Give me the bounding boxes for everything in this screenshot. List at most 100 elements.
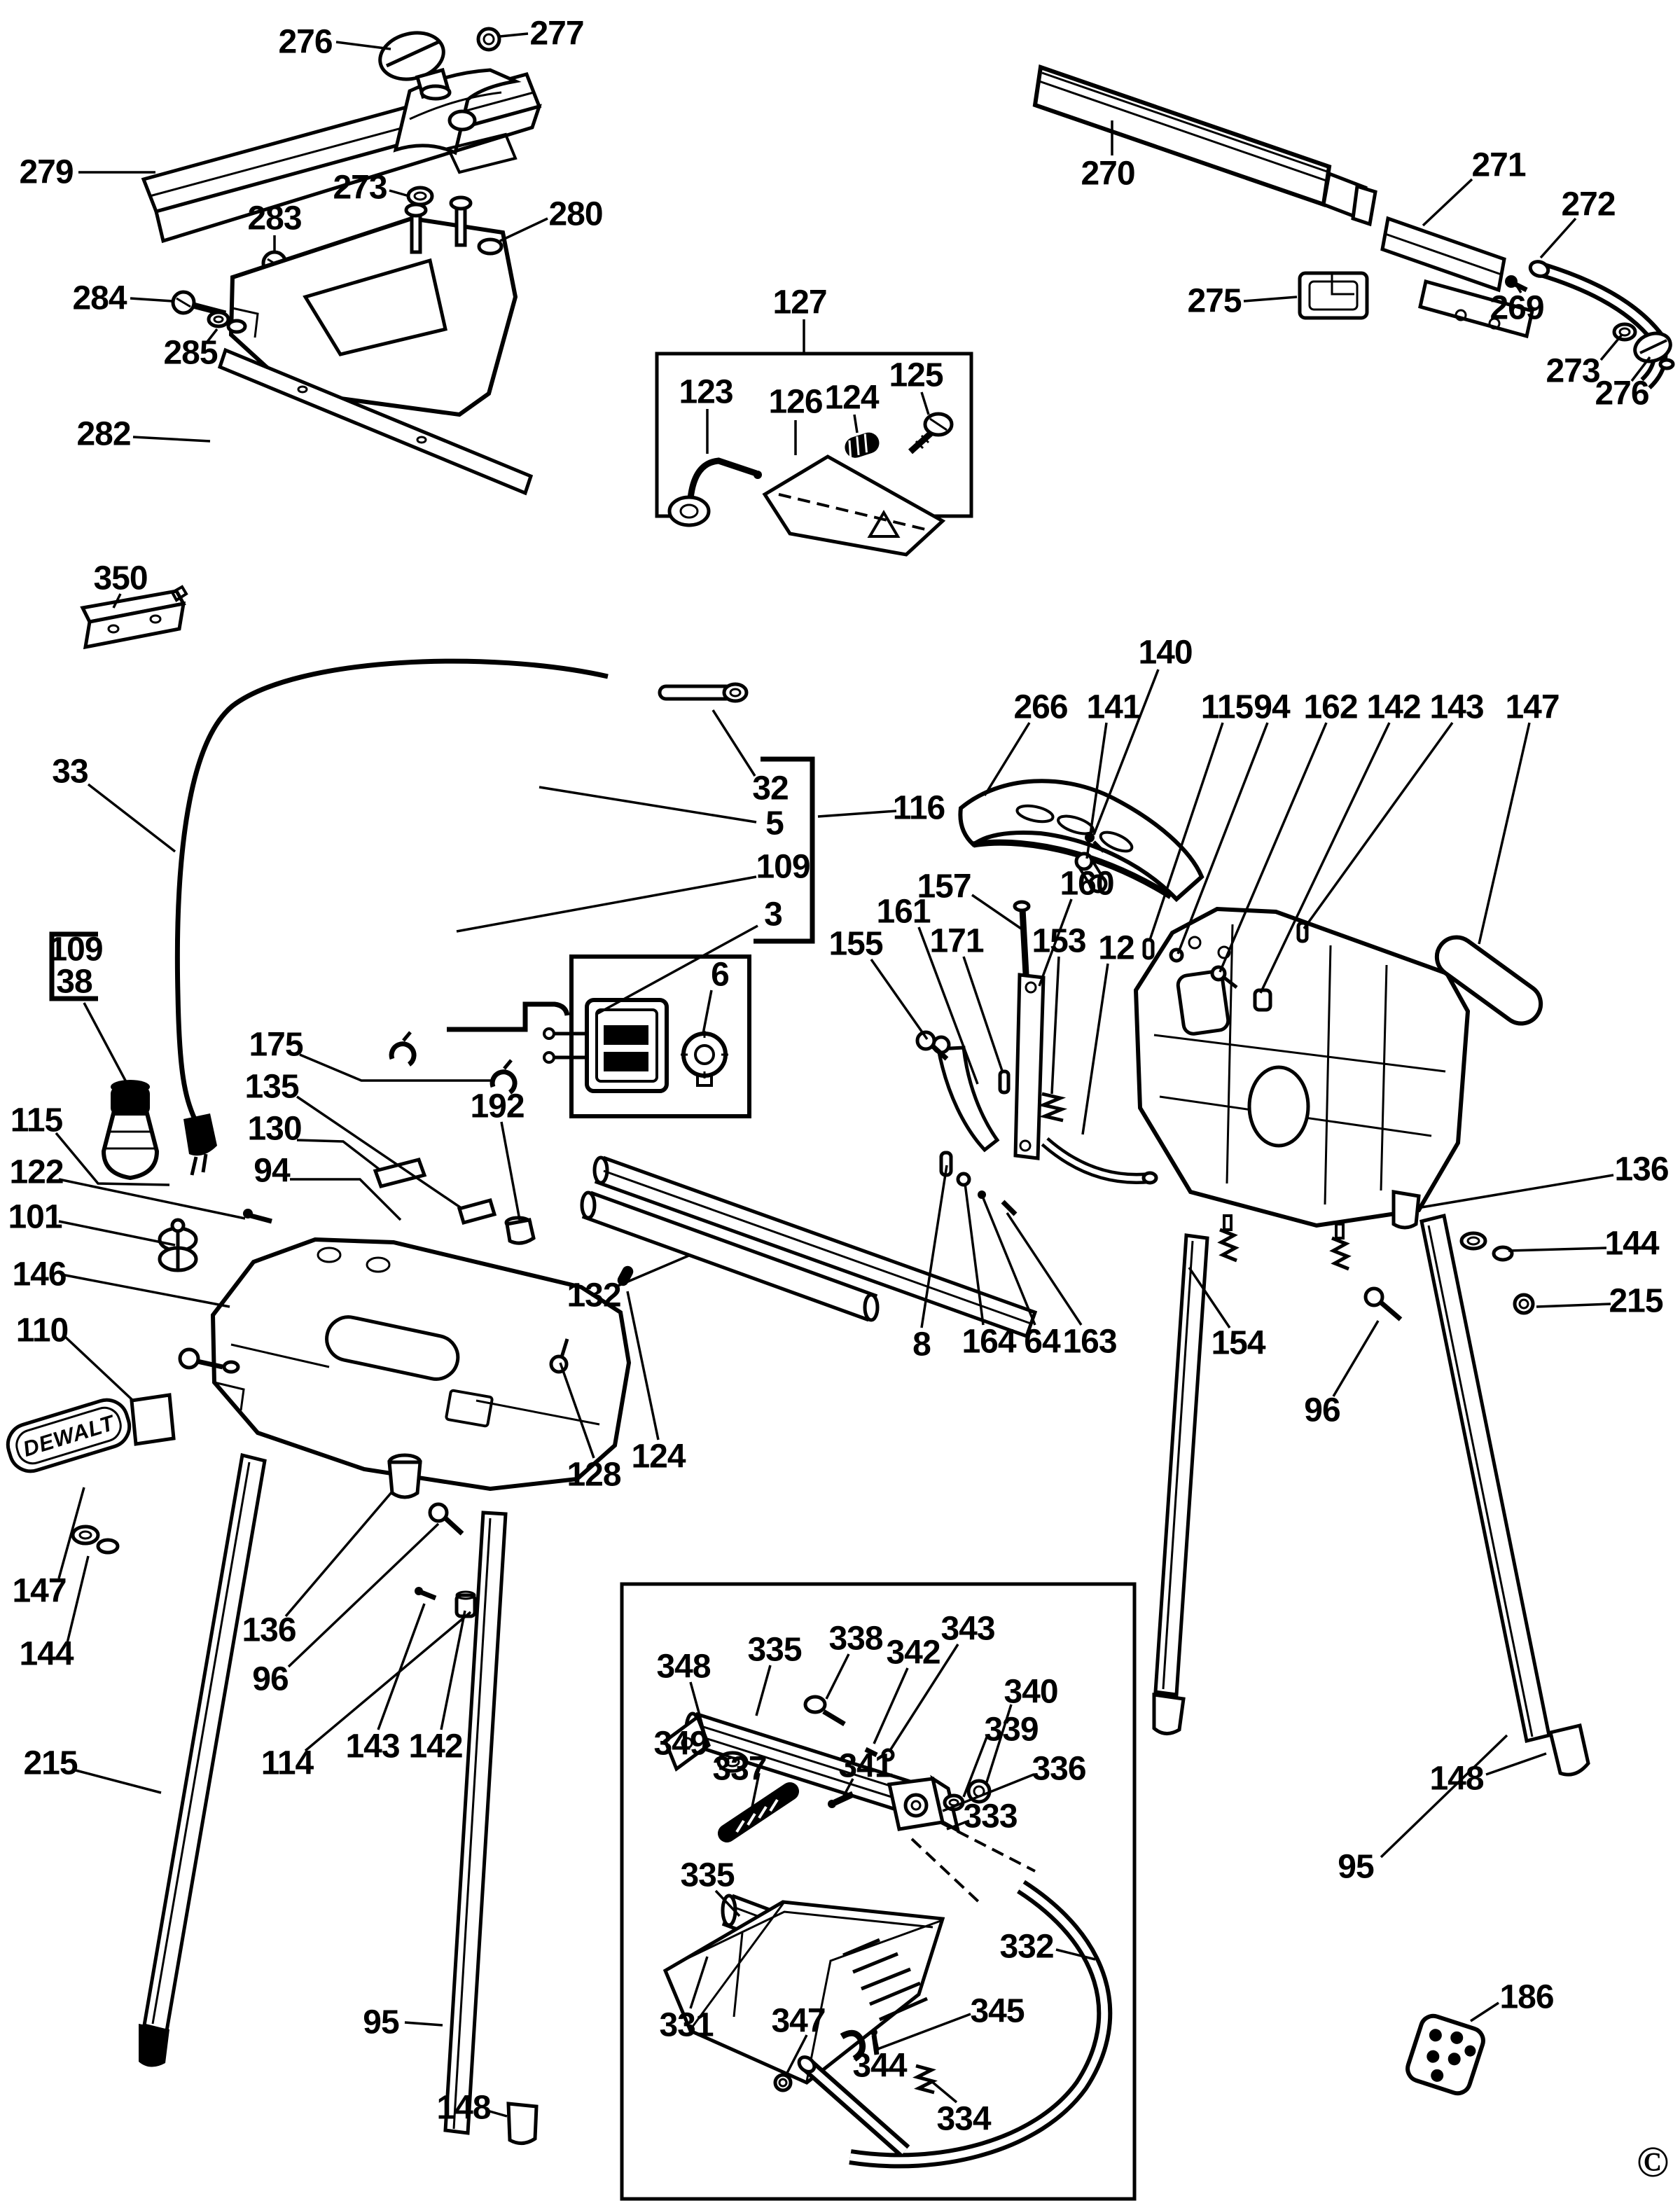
small-hardware-right xyxy=(939,921,1309,1216)
leader-line-33 xyxy=(87,783,176,853)
leader-line-116 xyxy=(817,810,897,818)
screw-96-left xyxy=(428,1502,464,1536)
part-label-175: 175 xyxy=(249,1027,303,1064)
leader-line-335 xyxy=(714,1889,741,1917)
leader-line-144 xyxy=(1508,1247,1607,1252)
part-label-130: 130 xyxy=(247,1111,301,1148)
leader-line-94 xyxy=(1176,722,1269,954)
part-label-115: 115 xyxy=(1201,689,1254,726)
leader-line-215 xyxy=(1536,1303,1611,1308)
leader-line-125 xyxy=(920,391,930,415)
part-label-162: 162 xyxy=(1303,689,1357,726)
handle-272 xyxy=(1528,260,1668,390)
part-label-147: 147 xyxy=(12,1573,66,1610)
leader-lines xyxy=(55,32,1651,2118)
part-label-160: 160 xyxy=(1060,866,1113,903)
leader-line-266 xyxy=(983,722,1031,796)
copyright-mark: © xyxy=(1637,2139,1669,2186)
leader-line-349 xyxy=(702,1747,737,1761)
part-label-95: 95 xyxy=(363,2004,399,2041)
leader-line-192 xyxy=(500,1121,521,1221)
part-label-335: 335 xyxy=(747,1632,801,1669)
part-label-143: 143 xyxy=(345,1728,399,1765)
plate-130 xyxy=(373,1158,427,1188)
pin-341 xyxy=(828,1791,854,1808)
switch-unit xyxy=(543,998,669,1093)
leader-line-153 xyxy=(1050,956,1060,1095)
part-label-284: 284 xyxy=(72,280,127,317)
screw-338 xyxy=(803,1695,846,1727)
wire-link-5 xyxy=(447,1001,570,1032)
end-plate-348 xyxy=(662,1714,711,1772)
leader-line-343 xyxy=(889,1644,959,1750)
part-label-157: 157 xyxy=(917,868,971,905)
leader-line-339 xyxy=(962,1735,989,1798)
foot-cap-148-left xyxy=(506,2102,539,2145)
leader-line-345 xyxy=(873,2013,971,2052)
leader-line-272 xyxy=(1539,217,1577,259)
leader-line-275 xyxy=(1243,296,1298,303)
part-label-123: 123 xyxy=(679,374,733,411)
part-label-115: 115 xyxy=(11,1102,63,1139)
pin-171 xyxy=(998,1069,1011,1095)
part-label-136: 136 xyxy=(1614,1151,1668,1188)
fence-base-280 xyxy=(228,195,518,417)
part-label-273: 273 xyxy=(333,169,387,207)
spring-153 xyxy=(1037,1092,1068,1123)
part-label-186: 186 xyxy=(1499,1979,1553,2016)
washers-144-215-right xyxy=(1459,1231,1535,1315)
leader-line-141 xyxy=(1085,722,1108,859)
part-label-116: 116 xyxy=(893,790,945,827)
screw-96-right xyxy=(1363,1286,1403,1321)
leader-line-332 xyxy=(1055,1948,1096,1961)
leader-line-8 xyxy=(920,1165,948,1328)
spring-pin-124-left xyxy=(617,1265,634,1286)
part-label-337: 337 xyxy=(712,1751,766,1788)
spring-pin-124 xyxy=(845,432,880,458)
part-label-142: 142 xyxy=(408,1728,462,1765)
part-label-343: 343 xyxy=(940,1611,994,1648)
part-label-339: 339 xyxy=(984,1711,1038,1749)
leader-line-94 xyxy=(290,1178,402,1221)
leader-line-284 xyxy=(130,297,173,303)
leader-line-334 xyxy=(930,2080,958,2104)
spring-334 xyxy=(912,2064,938,2095)
latch-rail-271 xyxy=(1380,216,1534,339)
part-label-12: 12 xyxy=(1098,930,1134,967)
part-label-340: 340 xyxy=(1004,1674,1057,1711)
leader-line-276 xyxy=(1630,356,1651,382)
link-160 xyxy=(1013,973,1046,1160)
cap-136-right xyxy=(1391,1190,1421,1230)
leader-line-335 xyxy=(755,1665,772,1716)
leader-line-95 xyxy=(404,2021,443,2027)
clamp-123 xyxy=(667,457,762,527)
part-label-153: 153 xyxy=(1032,923,1085,960)
label-plate-110 xyxy=(130,1393,176,1446)
part-label-101: 101 xyxy=(8,1199,62,1236)
part-label-146: 146 xyxy=(12,1256,66,1293)
part-label-285: 285 xyxy=(163,335,217,372)
leader-line-32 xyxy=(711,709,756,777)
leader-line-96 xyxy=(287,1522,440,1668)
part-label-109: 109 xyxy=(48,931,102,968)
part-label-135: 135 xyxy=(244,1069,298,1106)
part-label-32: 32 xyxy=(752,770,788,807)
lock-knob-276 xyxy=(378,31,452,101)
part-label-95: 95 xyxy=(1338,1849,1374,1886)
leader-line-341 xyxy=(840,1778,854,1800)
tray-331 xyxy=(662,1900,945,2085)
leader-line-147 xyxy=(57,1487,85,1579)
nut-277 xyxy=(476,27,501,52)
part-label-161: 161 xyxy=(876,894,930,931)
part-label-154: 154 xyxy=(1211,1325,1265,1362)
leader-line-109 xyxy=(456,875,757,933)
brace-tube-332 xyxy=(797,1880,1113,2169)
part-label-96: 96 xyxy=(1304,1392,1340,1429)
leader-line-273 xyxy=(389,189,410,197)
leader-line-215 xyxy=(75,1769,162,1794)
leader-line-154 xyxy=(1188,1267,1231,1328)
part-label-171: 171 xyxy=(929,923,983,960)
part-label-348: 348 xyxy=(656,1648,710,1686)
leader-line-143 xyxy=(1303,721,1454,930)
